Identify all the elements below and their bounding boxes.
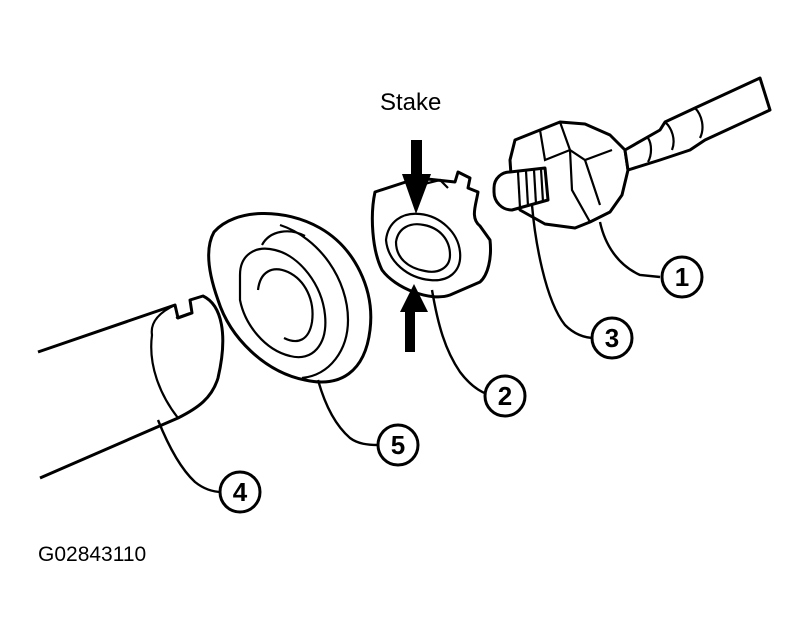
threaded-stud [492,166,550,212]
leader-1 [598,221,661,279]
callout-1: 1 [660,255,704,299]
stake-arrow-top [402,140,431,214]
figure-code: G02843110 [38,543,146,566]
callout-5-number: 5 [391,430,405,460]
leader-4 [156,419,223,494]
seal-ring [207,212,373,384]
tie-rod-end [508,76,772,230]
callout-3: 3 [590,316,634,360]
callout-2-number: 2 [498,381,512,411]
callout-3-number: 3 [605,323,619,353]
stake-label: Stake [380,89,441,116]
leader-2 [430,289,496,398]
leader-5 [316,379,379,447]
callout-1-number: 1 [675,262,689,292]
rack-housing-tube [37,294,225,480]
callout-2: 2 [483,374,527,418]
leader-3 [530,204,596,340]
callout-5: 5 [376,423,420,467]
callout-4: 4 [218,470,262,514]
stake-arrow-bottom [400,284,428,352]
callout-4-number: 4 [233,477,248,507]
lock-washer [370,170,492,299]
